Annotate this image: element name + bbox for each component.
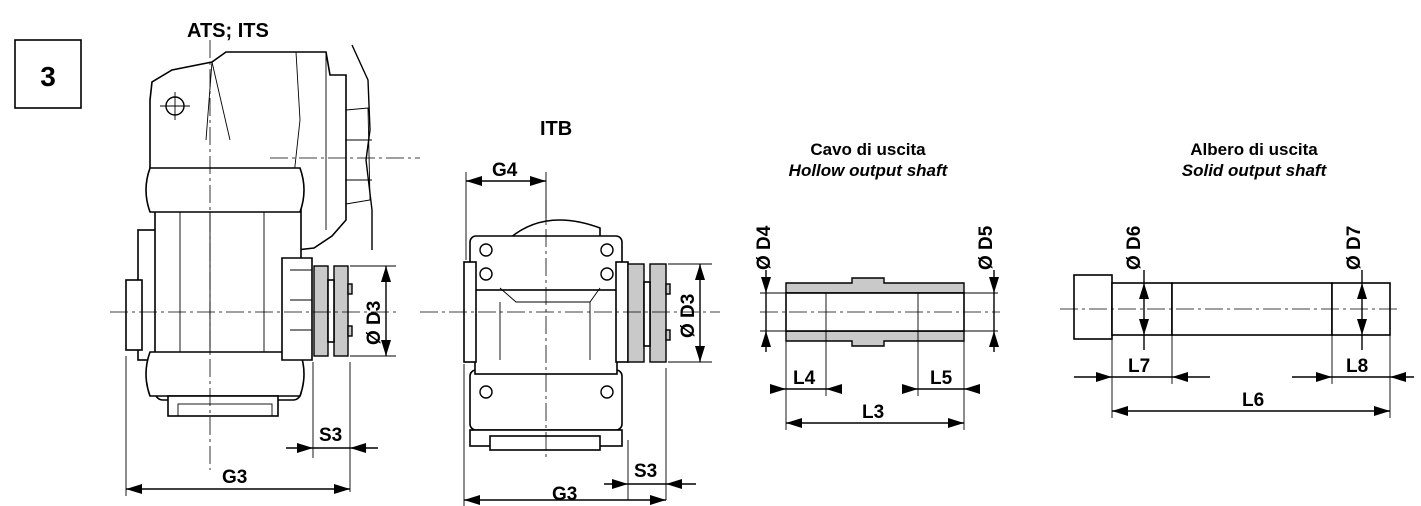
solid-shaft-title: Albero di uscita [1190, 140, 1318, 159]
hollow-shaft-d5-label: Ø D5 [976, 225, 997, 270]
itb-d3-label: Ø D3 [678, 294, 699, 338]
ats-its-s3-dimension: S3 [286, 362, 378, 492]
view-solid-output-shaft: Albero di uscita Solid output shaft Ø D6… [1060, 140, 1414, 418]
itb-s3-dimension: S3 [604, 368, 696, 500]
itb-g3-dimension: G3 [463, 364, 666, 506]
itb-g4-dimension: G4 [465, 160, 547, 260]
hollow-shaft-body [760, 277, 1000, 347]
hollow-shaft-l3-label: L3 [862, 402, 884, 423]
hollow-shaft-l4-dimension: L4 [770, 331, 842, 430]
hollow-shaft-l3-dimension: L3 [786, 402, 964, 428]
solid-shaft-d7-label: Ø D7 [1344, 226, 1365, 270]
ats-its-main-housing [125, 40, 313, 470]
solid-shaft-subtitle: Solid output shaft [1182, 161, 1328, 180]
ats-its-s3-label: S3 [319, 425, 342, 446]
hollow-shaft-d5-dimension: Ø D5 [964, 225, 999, 352]
ats-its-d3-label: Ø D3 [364, 301, 385, 345]
itb-title: ITB [540, 118, 572, 140]
itb-shrink-disc [420, 263, 720, 363]
view-hollow-output-shaft: Cavo di uscita Hollow output shaft Ø D4 [754, 140, 1000, 430]
ats-its-d3-dimension: Ø D3 [350, 265, 396, 357]
hollow-shaft-d4-label: Ø D4 [754, 225, 775, 270]
figure-number: 3 [40, 61, 56, 92]
ats-its-g3-dimension: G3 [125, 356, 350, 496]
solid-shaft-l6-dimension: L6 [1112, 390, 1390, 416]
itb-d3-dimension: Ø D3 [668, 263, 712, 363]
hollow-shaft-subtitle: Hollow output shaft [789, 161, 949, 180]
ats-its-shrink-disc [110, 265, 400, 357]
hollow-shaft-d4-dimension: Ø D4 [754, 225, 786, 352]
solid-shaft-d6-label: Ø D6 [1124, 226, 1145, 270]
solid-shaft-l6-label: L6 [1242, 390, 1264, 411]
hollow-shaft-l5-dimension: L5 [902, 331, 980, 430]
itb-g3-label: G3 [552, 484, 577, 505]
view-itb: ITB G4 [420, 118, 720, 506]
solid-shaft-l7-label: L7 [1128, 356, 1150, 377]
itb-housing [463, 200, 629, 460]
solid-shaft-l8-dimension: L8 [1292, 335, 1414, 418]
ats-its-title: ATS; ITS [187, 20, 269, 42]
itb-g4-label: G4 [492, 160, 518, 181]
ats-its-g3-label: G3 [222, 467, 247, 488]
view-ats-its: ATS; ITS [110, 20, 420, 496]
figure-number-box: 3 [14, 39, 82, 109]
solid-shaft-l7-dimension: L7 [1074, 335, 1210, 418]
hollow-shaft-l5-label: L5 [930, 368, 953, 389]
solid-shaft-d6-dimension: Ø D6 [1124, 226, 1149, 350]
hollow-shaft-l4-label: L4 [793, 368, 816, 389]
itb-s3-label: S3 [634, 461, 657, 482]
solid-shaft-l8-label: L8 [1346, 356, 1368, 377]
hollow-shaft-title: Cavo di uscita [810, 140, 926, 159]
solid-shaft-d7-dimension: Ø D7 [1344, 226, 1367, 350]
solid-shaft-body [1060, 274, 1400, 340]
